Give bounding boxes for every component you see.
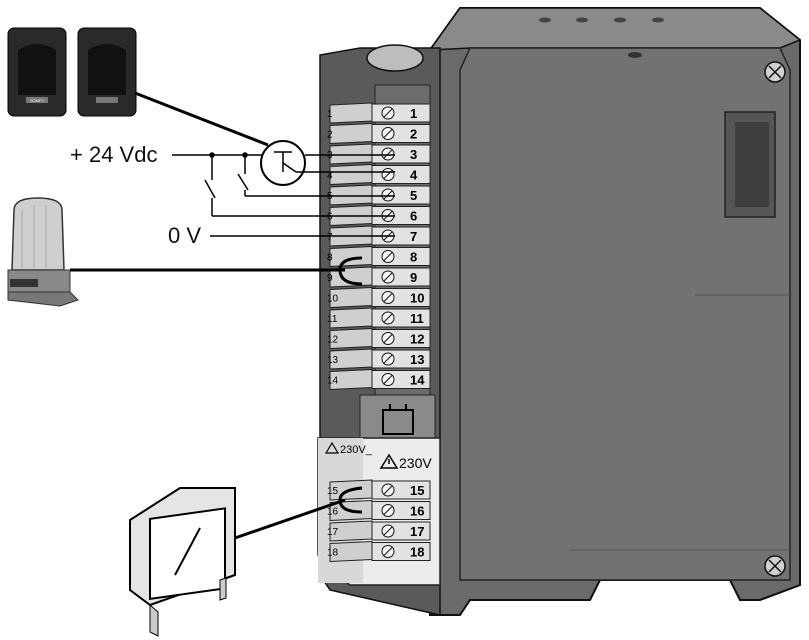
screw-icon [381,524,395,538]
screw-icon [381,352,395,366]
terminal-number: 17 [410,524,424,539]
terminal-side-number: 17 [327,527,339,538]
mains-voltage-side-label: 230V_ [340,444,373,456]
terminal-number: 2 [410,127,417,142]
terminal-side-number: 10 [327,294,339,305]
wiring [70,91,395,540]
screw-icon [381,127,395,140]
terminal-low: 13 13 [327,348,431,370]
terminal-low: 10 10 [327,286,431,309]
terminal-low: 22 [327,122,431,145]
photocell-brand-badge: SOMFY [30,98,45,103]
warning-triangle-icon [379,453,399,469]
terminal-side-number: 12 [327,335,339,346]
terminal-low: 88 [327,245,431,268]
supply-24vdc-label: + 24 Vdc [70,142,157,167]
terminal-side-number: 9 [327,273,333,284]
terminal-low: 55 [327,184,431,206]
terminal-side-number: 7 [327,232,333,243]
battery-icon [382,404,414,435]
terminal-low: 33 [327,143,431,165]
terminal-side-number: 6 [327,212,333,223]
terminal-number: 14 [410,373,425,388]
terminal-number: 9 [410,270,417,285]
screw-icon [764,61,786,83]
terminal-low: 11 11 [327,307,431,329]
terminal-side-number: 15 [327,486,339,497]
terminal-side-number: 4 [327,171,333,182]
screw-icon [381,250,395,263]
screw-icon [381,168,395,181]
terminal-side-number: 2 [327,130,333,141]
terminal-side-number: 13 [327,355,339,366]
screw-icon [381,311,395,325]
terminal-side-number: 16 [327,507,339,518]
terminal-number: 7 [410,229,417,244]
terminal-side-number: 14 [327,376,339,387]
screw-icon [381,270,395,284]
screw-icon [381,504,395,517]
screw-icon [381,106,395,120]
terminal-number: 11 [410,311,424,326]
screw-icon [381,188,395,202]
terminal-number: 1 [410,106,417,121]
terminal-number: 8 [410,250,417,265]
terminal-low: 14 14 [327,368,431,391]
supply-0v-label: 0 V [168,223,201,248]
photocell-pair-icon: SOMFY [7,27,137,117]
terminal-number: 12 [410,332,424,347]
terminal-number: 6 [410,209,417,224]
screw-icon [764,555,786,577]
terminal-number: 3 [410,147,417,162]
mains-voltage-label: 230V [399,455,432,471]
terminal-number: 10 [410,291,424,306]
terminal-number: 15 [410,483,424,498]
terminal-side-number: 11 [327,314,338,325]
screw-icon [381,483,395,497]
terminal-side-number: 18 [327,548,339,559]
terminal-number: 5 [410,188,417,203]
screw-icon [381,291,395,304]
terminal-side-number: 8 [327,253,333,264]
terminal-number: 18 [410,545,424,560]
lighting-lamp-icon [129,487,236,637]
screw-icon [381,373,395,386]
screw-icon [381,332,395,345]
terminal-side-number: 1 [327,109,333,120]
terminal-number: 13 [410,352,424,367]
warning-triangle-icon [324,441,340,454]
screw-icon [381,147,395,161]
terminal-number: 4 [410,168,418,183]
screw-icon [381,545,395,558]
terminal-number: 16 [410,504,424,519]
flashing-light-icon [7,197,79,307]
terminal-low: 11 [327,102,431,124]
terminal-low: 12 12 [327,327,431,350]
terminal-low: 44 [327,163,431,186]
